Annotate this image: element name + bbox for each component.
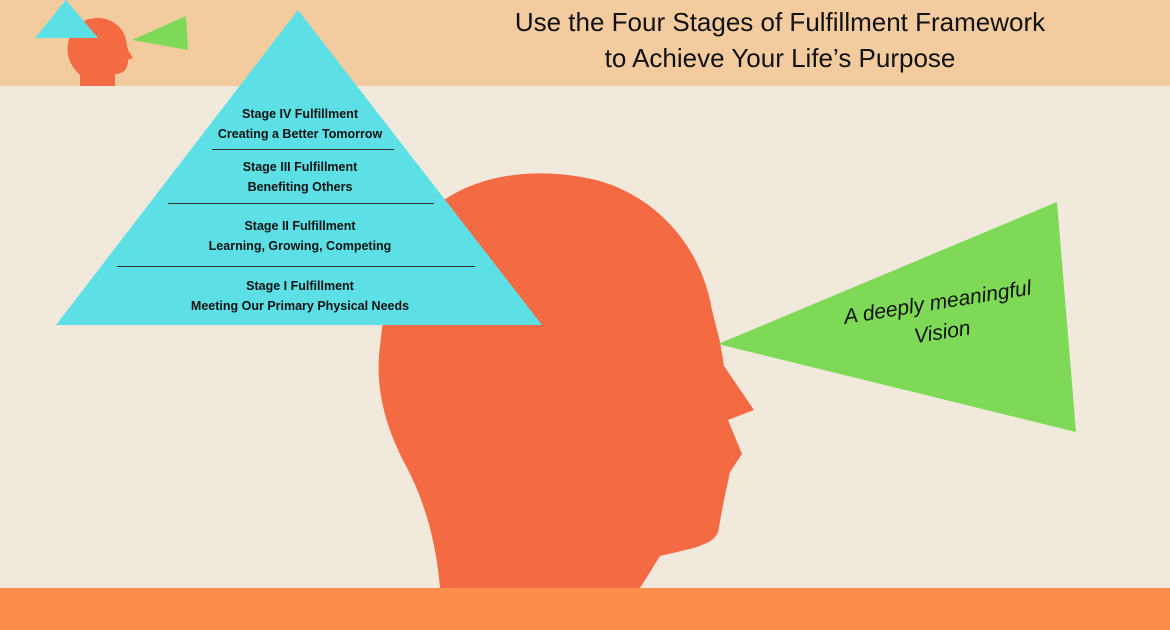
stage-divider <box>212 149 394 150</box>
title-line-2: to Achieve Your Life’s Purpose <box>604 43 956 73</box>
stage-divider <box>117 266 475 267</box>
head-with-pyramid-and-vision-logo-icon <box>35 0 188 86</box>
stage-ii: Stage II Fulfillment Learning, Growing, … <box>170 216 430 256</box>
stage-iii-desc: Benefiting Others <box>247 180 353 194</box>
stage-ii-name: Stage II Fulfillment <box>244 219 356 233</box>
stage-i: Stage I Fulfillment Meeting Our Primary … <box>140 276 460 316</box>
stage-i-name: Stage I Fulfillment <box>246 279 354 293</box>
stage-ii-desc: Learning, Growing, Competing <box>208 239 392 253</box>
stage-iv: Stage IV Fulfillment Creating a Better T… <box>200 104 400 144</box>
footer-band <box>0 588 1170 630</box>
header-band <box>0 0 1170 86</box>
stage-iii: Stage III Fulfillment Benefiting Others <box>180 157 420 197</box>
stage-iv-name: Stage IV Fulfillment <box>242 107 358 121</box>
stage-divider <box>168 203 434 204</box>
stage-iv-desc: Creating a Better Tomorrow <box>217 127 383 141</box>
stage-i-desc: Meeting Our Primary Physical Needs <box>190 299 410 313</box>
page-title: Use the Four Stages of Fulfillment Frame… <box>420 4 1140 76</box>
title-line-1: Use the Four Stages of Fulfillment Frame… <box>514 7 1046 37</box>
stage-iii-name: Stage III Fulfillment <box>242 160 358 174</box>
